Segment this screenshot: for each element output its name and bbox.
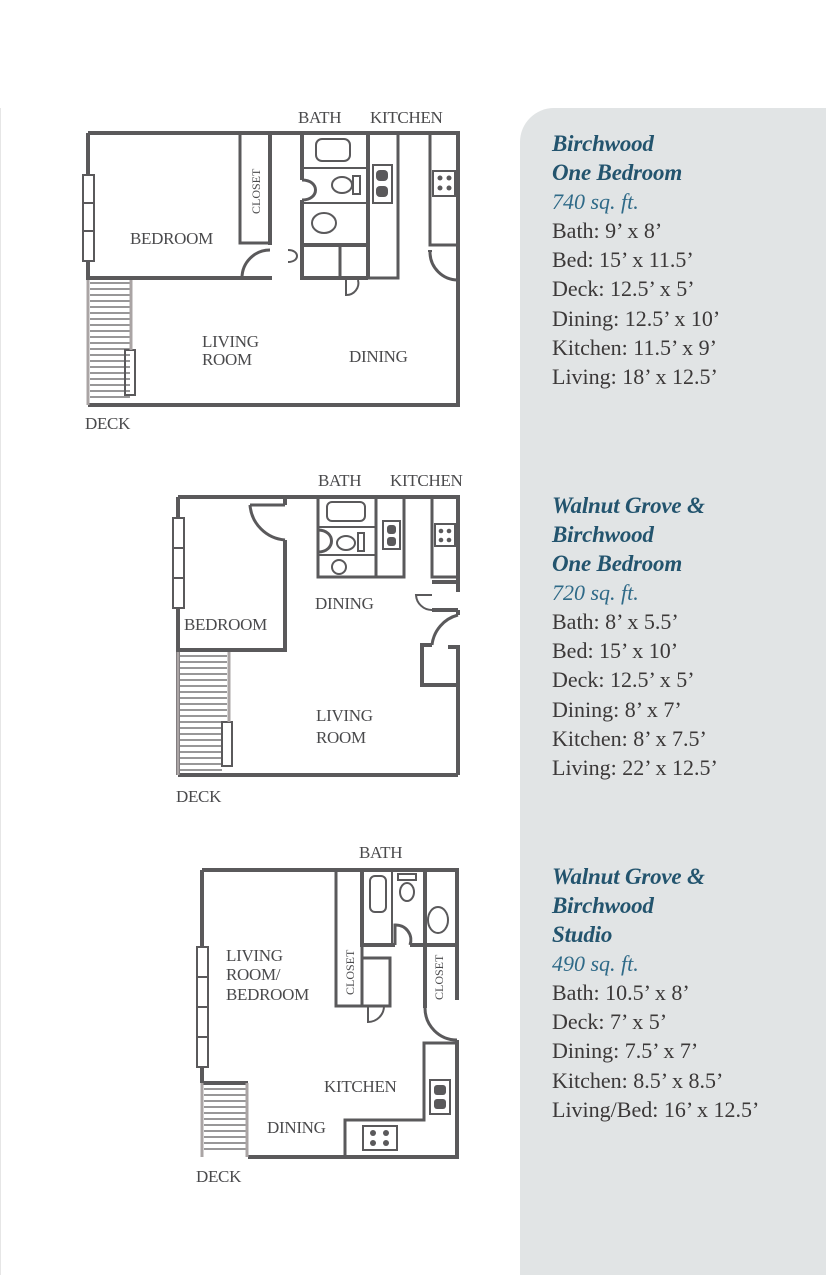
room-dimension: Deck: 12.5’ x 5’ (552, 276, 695, 302)
label-bedroom: BEDROOM (130, 229, 213, 248)
label-kitchen: KITCHEN (370, 108, 443, 127)
room-dimension: Dining: 7.5’ x 7’ (552, 1038, 699, 1064)
label-bath: BATH (318, 471, 361, 490)
label-dining: DINING (315, 594, 374, 613)
label-deck: DECK (176, 787, 222, 806)
label-living-1: LIVING (226, 946, 283, 965)
label-living-2: ROOM/ (226, 965, 281, 984)
specs-panel (520, 108, 826, 1275)
label-living-3: BEDROOM (226, 985, 309, 1004)
room-dimension: Bath: 10.5’ x 8’ (552, 980, 690, 1005)
label-kitchen: KITCHEN (324, 1077, 397, 1096)
unit-title-line: Birchwood (552, 893, 654, 918)
room-dimension: Deck: 7’ x 5’ (552, 1009, 668, 1035)
label-closet-b: CLOSET (432, 954, 446, 1000)
label-bedroom: BEDROOM (184, 615, 267, 634)
label-deck: DECK (196, 1167, 242, 1186)
room-dimension: Bed: 15’ x 11.5’ (552, 247, 694, 273)
unit-spec-walnut-one-bedroom: Walnut Grove & Birchwood One Bedroom 720… (552, 491, 822, 782)
floorplan-walnut-one-bedroom: BATH KITCHEN BEDROOM DINING LIVING ROOM … (0, 450, 826, 830)
room-dimension: Living/Bed: 16’ x 12.5’ (552, 1096, 760, 1122)
label-dining: DINING (349, 347, 408, 366)
unit-title-line: One Bedroom (552, 160, 683, 185)
unit-title-line: Birchwood (552, 131, 654, 156)
label-closet: CLOSET (249, 168, 263, 214)
label-dining: DINING (267, 1118, 326, 1137)
label-living-1: LIVING (202, 332, 259, 351)
room-dimension: Kitchen: 8.5’ x 8.5’ (552, 1067, 724, 1093)
room-dimension: Bed: 15’ x 10’ (552, 638, 679, 664)
room-dimension: Kitchen: 11.5’ x 9’ (552, 334, 717, 360)
unit-area: 490 sq. ft. (552, 951, 639, 976)
unit-title-line: Walnut Grove & (552, 493, 705, 518)
label-living-1: LIVING (316, 706, 373, 725)
room-dimension: Deck: 12.5’ x 5’ (552, 667, 695, 693)
unit-title-line: Studio (552, 922, 613, 947)
unit-spec-birchwood-one-bedroom: Birchwood One Bedroom 740 sq. ft. Bath: … (552, 129, 822, 391)
unit-title-line: Birchwood (552, 522, 654, 547)
label-deck: DECK (85, 414, 131, 433)
label-living-2: ROOM (202, 350, 252, 369)
room-dimension: Kitchen: 8’ x 7.5’ (552, 725, 707, 751)
unit-title-line: One Bedroom (552, 551, 683, 576)
unit-area: 720 sq. ft. (552, 580, 639, 605)
room-dimension: Living: 18’ x 12.5’ (552, 364, 718, 390)
label-kitchen: KITCHEN (390, 471, 463, 490)
room-dimension: Dining: 8’ x 7’ (552, 696, 682, 722)
label-closet-a: CLOSET (343, 949, 357, 995)
unit-title-line: Walnut Grove & (552, 864, 705, 889)
label-bath: BATH (298, 108, 341, 127)
floorplan-walnut-studio: BATH LIVING ROOM/ BEDROOM CLOSET CLOSET … (0, 830, 826, 1200)
room-dimension: Bath: 9’ x 8’ (552, 218, 663, 243)
room-dimension: Living: 22’ x 12.5’ (552, 755, 718, 781)
room-dimension: Bath: 8’ x 5.5’ (552, 609, 679, 634)
unit-spec-walnut-studio: Walnut Grove & Birchwood Studio 490 sq. … (552, 862, 822, 1124)
floorplan-birchwood-one-bedroom: BATH KITCHEN BEDROOM CLOSET LIVING ROOM … (0, 0, 826, 450)
room-dimension: Dining: 12.5’ x 10’ (552, 305, 721, 331)
label-bath: BATH (359, 843, 402, 862)
label-living-2: ROOM (316, 728, 366, 747)
unit-area: 740 sq. ft. (552, 189, 639, 214)
page-edge-rule (0, 108, 1, 1275)
